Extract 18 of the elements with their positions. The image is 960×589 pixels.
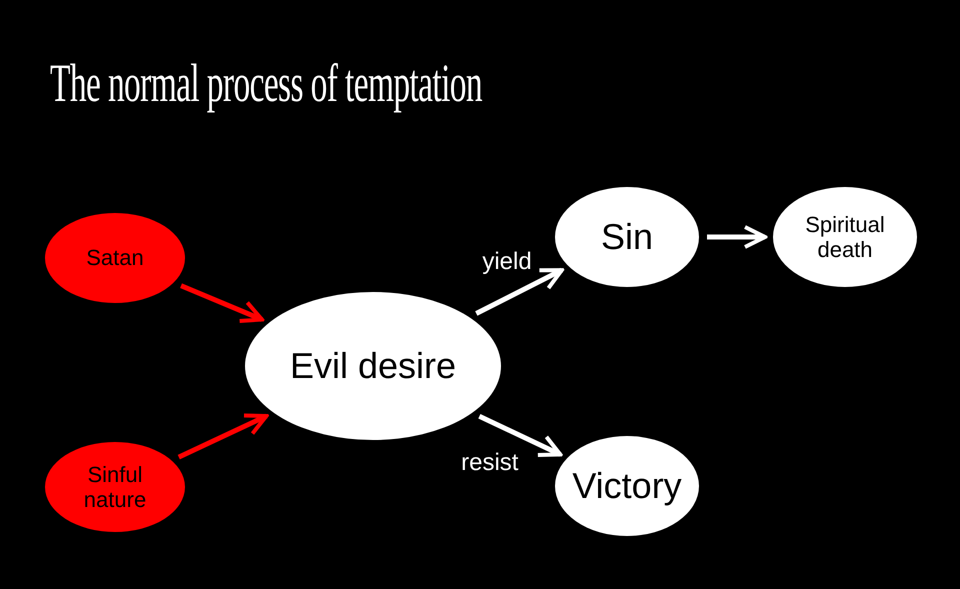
ellipse-node <box>555 436 699 536</box>
node-label: Spiritual death <box>804 212 886 262</box>
arrow <box>475 268 564 316</box>
node-label: Sin <box>600 216 654 258</box>
title: The normal process of temptation <box>50 52 482 114</box>
arrow <box>478 414 562 457</box>
node-label: Sinful nature <box>82 462 148 512</box>
ellipse-node <box>555 187 699 287</box>
arrow <box>178 413 268 460</box>
arrow <box>707 225 767 249</box>
ellipse-node <box>245 292 501 440</box>
ellipse-node <box>773 187 917 287</box>
ellipse-node <box>45 442 185 532</box>
node-label: Evil desire <box>290 345 456 387</box>
ellipse-node <box>45 213 185 303</box>
node-label: Victory <box>572 465 682 507</box>
node-label: Satan <box>86 245 144 271</box>
arrow <box>180 283 264 324</box>
